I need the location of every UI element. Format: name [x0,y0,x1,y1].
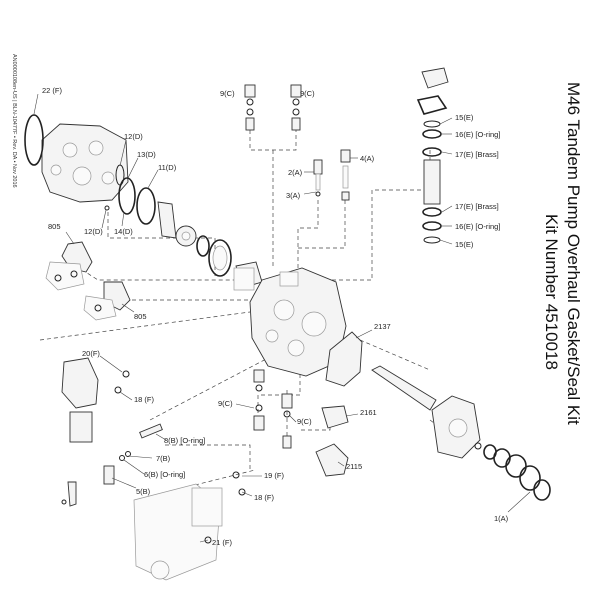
callout-22f: 22 (F) [42,86,63,95]
callout-13d: 13(D) [137,150,156,159]
callout-3a: 3(A) [286,191,301,200]
callout-2a: 2(A) [288,168,303,177]
callout-6b: 6(B) [O-ring] [144,470,185,479]
callout-21f: 21 (F) [212,538,233,547]
callout-15e-top: 15(E) [455,113,474,122]
callout-16e-top: 16(E) [O-ring] [455,130,500,139]
plate-2115 [315,443,349,477]
callout-16e-bottom: 16(E) [O-ring] [455,222,500,231]
callout-leaders [33,93,531,543]
valve-parts-b [61,423,163,507]
callout-9c-top-left: 9(C) [220,89,235,98]
control-valve-body [61,357,130,443]
callout-2137: 2137 [374,322,391,331]
callout-15e-bottom: 15(E) [455,240,474,249]
solenoid-valve-block [133,471,246,581]
callout-8b: 8(B) [O-ring] [164,436,205,445]
callout-4a: 4(A) [360,154,375,163]
diagram-title: M46 Tandem Pump Overhaul Gasket/Seal Kit [564,82,583,425]
callout-805-top: 805 [48,222,61,231]
callout-9c-top-right: 9(C) [300,89,315,98]
ring-22f [24,114,44,166]
callout-14d: 14(D) [114,227,133,236]
callout-12d-bottom: 12(D) [84,227,103,236]
drive-shaft [371,365,437,411]
gasket-2137 [325,331,363,387]
fitting-set-a [313,149,351,201]
cover-2161 [321,405,349,429]
callout-17e-top: 17(E) [Brass] [455,150,499,159]
callout-11d: 11(D) [158,163,177,172]
title-block: M46 Tandem Pump Overhaul Gasket/Seal Kit… [542,82,583,425]
main-pump-housing [233,267,347,377]
callout-7b: 7(B) [156,454,171,463]
gasket-805 [45,241,131,321]
callout-17e-bottom: 17(E) [Brass] [455,202,499,211]
callout-18f-bottom: 18 (F) [254,493,275,502]
callout-5b: 5(B) [136,487,151,496]
seal-stack-e [416,67,449,244]
callout-1a: 1(A) [494,514,509,523]
rear-end-cap [431,395,481,459]
document-reference: AN0000108en-US | BLN-10477F • Rev. DA • … [11,54,17,188]
callout-12d-top: 12(D) [124,132,143,141]
front-pump-housing [41,123,129,203]
callout-9c-bottom-left: 9(C) [218,399,233,408]
callout-805-bottom: 805 [134,312,147,321]
fitting-set-9c-top [244,84,302,131]
callout-20f: 20(F) [82,349,100,358]
callout-labels: 22 (F) 9(C) 9(C) 12(D) 13(D) 11(D) 12(D)… [42,86,509,547]
fitting-set-9c-bottom [253,369,293,449]
callout-19f: 19 (F) [264,471,285,480]
callout-9c-bottom-right: 9(C) [297,417,312,426]
shaft-seal-set-1a [474,442,551,501]
callout-2161: 2161 [360,408,377,417]
kit-number: Kit Number 4510018 [542,214,561,370]
callout-2115: 2115 [346,462,362,471]
callout-18f-top: 18 (F) [134,395,155,404]
